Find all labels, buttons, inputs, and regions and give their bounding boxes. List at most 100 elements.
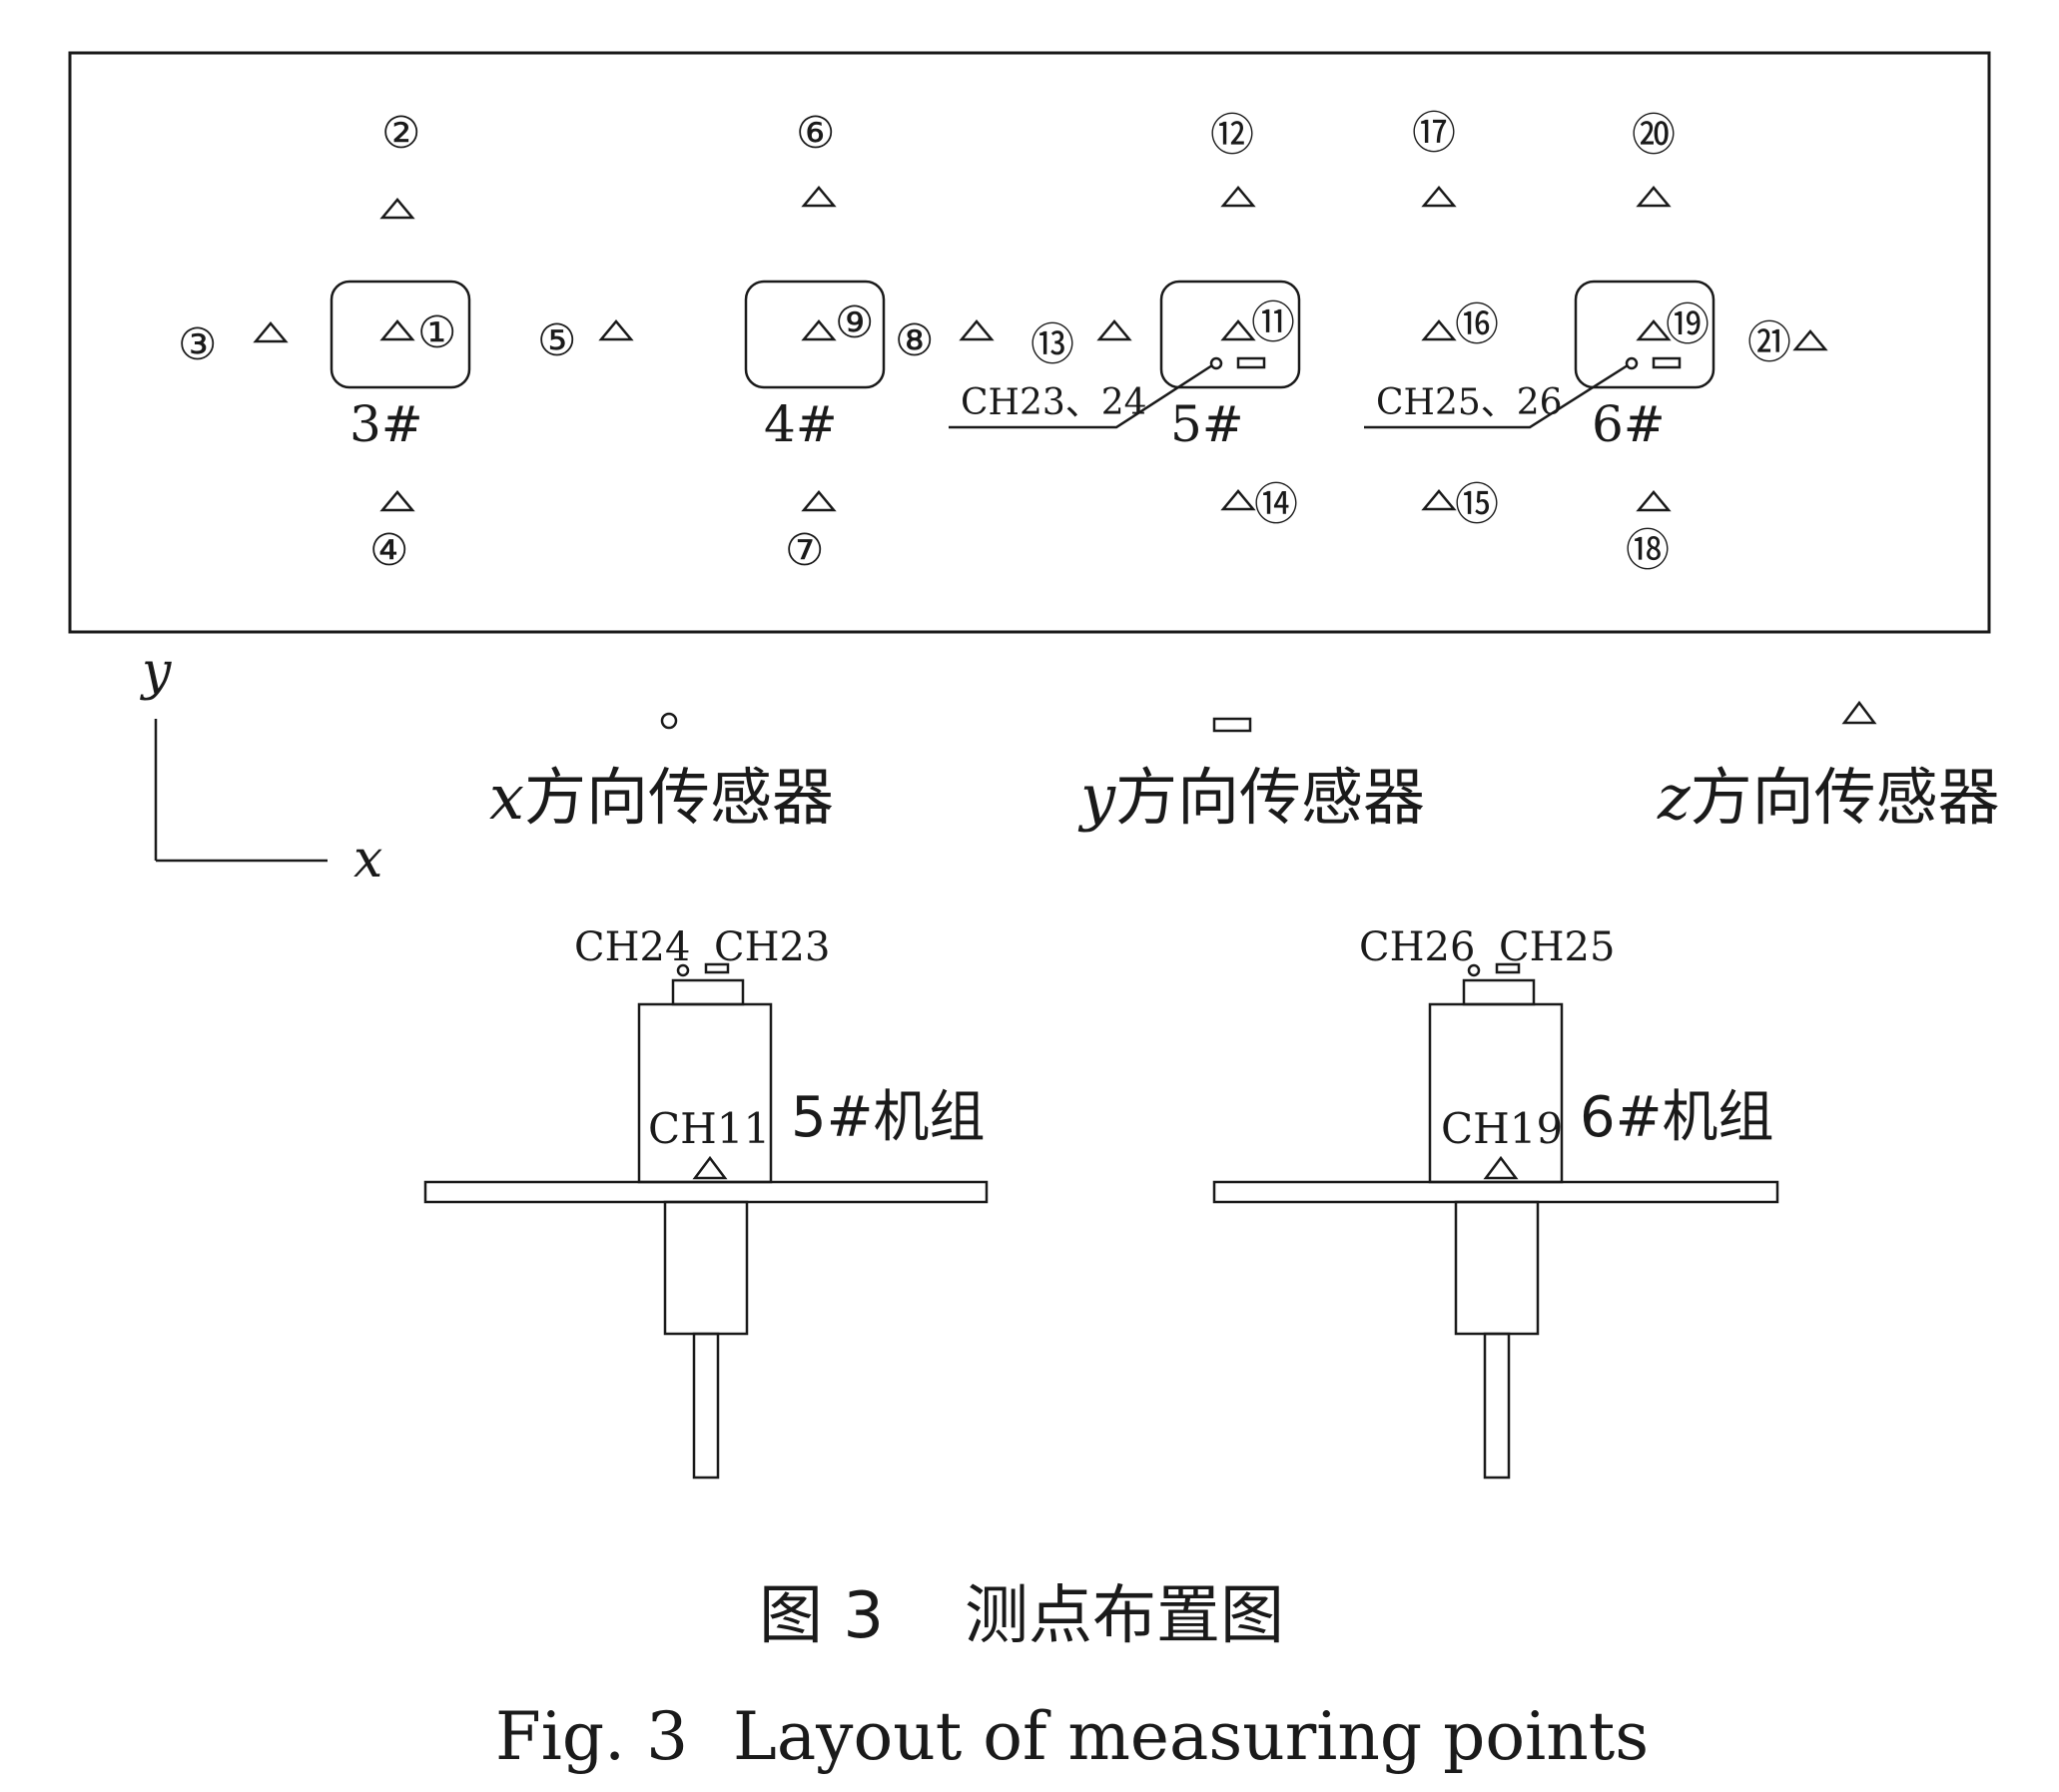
callout-leader-6 bbox=[1364, 363, 1629, 429]
x-sensor-icon bbox=[1467, 963, 1481, 977]
sensor-triangle bbox=[1220, 489, 1256, 511]
elev6-top-right-label: CH25 bbox=[1499, 924, 1615, 970]
caption-cn-prefix: 图 3 bbox=[759, 1579, 884, 1653]
legend-x-text: 方向传感器 bbox=[524, 761, 834, 834]
legend-y-entry: y方向传感器 bbox=[1077, 761, 1425, 834]
sensor-triangle bbox=[1096, 319, 1132, 341]
mask bbox=[393, 202, 417, 226]
elev6-inner-label: CH19 bbox=[1441, 1104, 1563, 1153]
point-label: ⑪ bbox=[1251, 298, 1295, 348]
point-label: ⑥ bbox=[796, 108, 835, 159]
legend-x-sensor-icon bbox=[660, 712, 678, 730]
elev5-inner-label: CH11 bbox=[648, 1104, 770, 1153]
point-label: ② bbox=[381, 108, 420, 159]
y-sensor-icon bbox=[1495, 962, 1521, 974]
legend-z-text: 方向传感器 bbox=[1691, 761, 2000, 834]
legend: x方向传感器 y方向传感器 z方向传感器 bbox=[489, 700, 2000, 834]
callout-leader-5 bbox=[949, 363, 1213, 429]
figure-caption: 图 3 测点布置图 Fig. 3 Layout of measuring poi… bbox=[495, 1579, 1649, 1775]
point-label: ⑦ bbox=[785, 525, 824, 576]
shaft bbox=[692, 1332, 720, 1480]
sensor-triangle bbox=[1421, 319, 1457, 341]
elev6-unit-label: 6#机组 bbox=[1580, 1085, 1774, 1150]
x-sensor-6 bbox=[1625, 356, 1639, 370]
sensor-triangle bbox=[253, 321, 289, 343]
point-label: ⑳ bbox=[1632, 110, 1676, 161]
sensor-triangle bbox=[598, 319, 634, 341]
sensor-triangle bbox=[801, 186, 837, 208]
x-axis-label: x bbox=[353, 830, 382, 890]
caption-cn-title: 测点布置图 bbox=[965, 1579, 1284, 1653]
sensor-triangle bbox=[801, 319, 837, 341]
point-label: ⑱ bbox=[1626, 525, 1670, 576]
generator-cap bbox=[1462, 978, 1536, 1006]
legend-y-sensor-icon bbox=[1212, 717, 1252, 733]
sensor-triangle bbox=[379, 319, 415, 341]
elev5-top-right-label: CH23 bbox=[714, 924, 830, 970]
legend-x-letter: x bbox=[489, 761, 524, 834]
unit-label-3: 3# bbox=[349, 395, 423, 453]
sensor-triangle bbox=[1220, 319, 1256, 341]
point-label: ⑬ bbox=[1030, 319, 1074, 370]
legend-y-letter: y bbox=[1077, 761, 1116, 834]
point-label: ③ bbox=[178, 319, 217, 370]
point-label: ⑲ bbox=[1666, 299, 1710, 350]
unit-box-3 bbox=[330, 280, 471, 389]
legend-y-text: 方向传感器 bbox=[1115, 761, 1425, 834]
sensor-triangle bbox=[1421, 489, 1457, 511]
plan-frame bbox=[68, 51, 1991, 634]
y-axis-label: y bbox=[140, 642, 172, 702]
legend-z-letter: z bbox=[1657, 761, 1691, 834]
point-label: ⑤ bbox=[537, 315, 576, 366]
z-sensor-icon bbox=[692, 1155, 728, 1180]
sensor-triangle bbox=[801, 490, 837, 512]
point-label: ⑯ bbox=[1455, 299, 1499, 350]
plan-view: 3# 4# 5# 6# bbox=[68, 51, 1991, 634]
turbine-casing bbox=[663, 1200, 749, 1336]
z-sensor-markers bbox=[253, 186, 1828, 512]
caption-en-title: Layout of measuring points bbox=[733, 1698, 1649, 1775]
generator-housing bbox=[637, 1002, 773, 1184]
y-sensor-icon bbox=[704, 962, 730, 974]
sensor-triangle bbox=[1636, 319, 1672, 341]
point-label: ㉑ bbox=[1747, 317, 1791, 368]
sensor-triangle bbox=[959, 319, 995, 341]
unit-box-4 bbox=[744, 280, 886, 389]
legend-z-entry: z方向传感器 bbox=[1657, 761, 2000, 834]
generator-cap bbox=[671, 978, 745, 1006]
z-sensor-icon bbox=[1483, 1155, 1519, 1180]
point-label: ⑮ bbox=[1455, 479, 1499, 530]
legend-z-sensor-icon bbox=[1841, 700, 1877, 725]
y-sensor-5 bbox=[1236, 356, 1266, 369]
point-label: ⑨ bbox=[835, 298, 874, 348]
legend-x-entry: x方向传感器 bbox=[489, 761, 834, 834]
sensor-triangle bbox=[1220, 186, 1256, 208]
elev5-unit-label: 5#机组 bbox=[791, 1085, 986, 1150]
unit-label-6: 6# bbox=[1592, 395, 1666, 453]
point-label: ⑭ bbox=[1254, 479, 1298, 530]
generator-housing bbox=[1428, 1002, 1564, 1184]
callout-label-6: CH25、26 bbox=[1376, 382, 1563, 423]
coordinate-axes: y x bbox=[140, 642, 382, 890]
caption-en-prefix: Fig. 3 bbox=[495, 1698, 688, 1775]
point-numbers: ① ② ③ ④ ⑤ ⑥ ⑦ ⑧ ⑨ ⑪ ⑫ ⑬ ⑭ ⑮ ⑯ ⑰ ⑱ ⑲ ⑳ ㉑ bbox=[178, 108, 1791, 576]
sensor-triangle bbox=[1636, 490, 1672, 512]
point-label: ④ bbox=[369, 525, 408, 576]
point-label: ⑰ bbox=[1412, 108, 1456, 159]
callout-label-5: CH23、24 bbox=[961, 382, 1147, 423]
sensor-triangle bbox=[1792, 329, 1828, 351]
sensor-triangle bbox=[1636, 186, 1672, 208]
unit-box-6 bbox=[1574, 280, 1716, 389]
y-sensor-6 bbox=[1652, 356, 1682, 369]
elevation-unit-6 bbox=[1212, 962, 1779, 1480]
point-label: ① bbox=[417, 307, 456, 358]
point-label: ⑧ bbox=[895, 315, 934, 366]
sensor-triangle bbox=[1421, 186, 1457, 208]
turbine-casing bbox=[1454, 1200, 1540, 1336]
elevation-unit-5 bbox=[423, 962, 989, 1480]
x-sensor-icon bbox=[676, 963, 690, 977]
sensor-triangle bbox=[379, 490, 415, 512]
elev6-top-left-label: CH26 bbox=[1359, 924, 1475, 970]
floor-slab bbox=[423, 1180, 989, 1204]
